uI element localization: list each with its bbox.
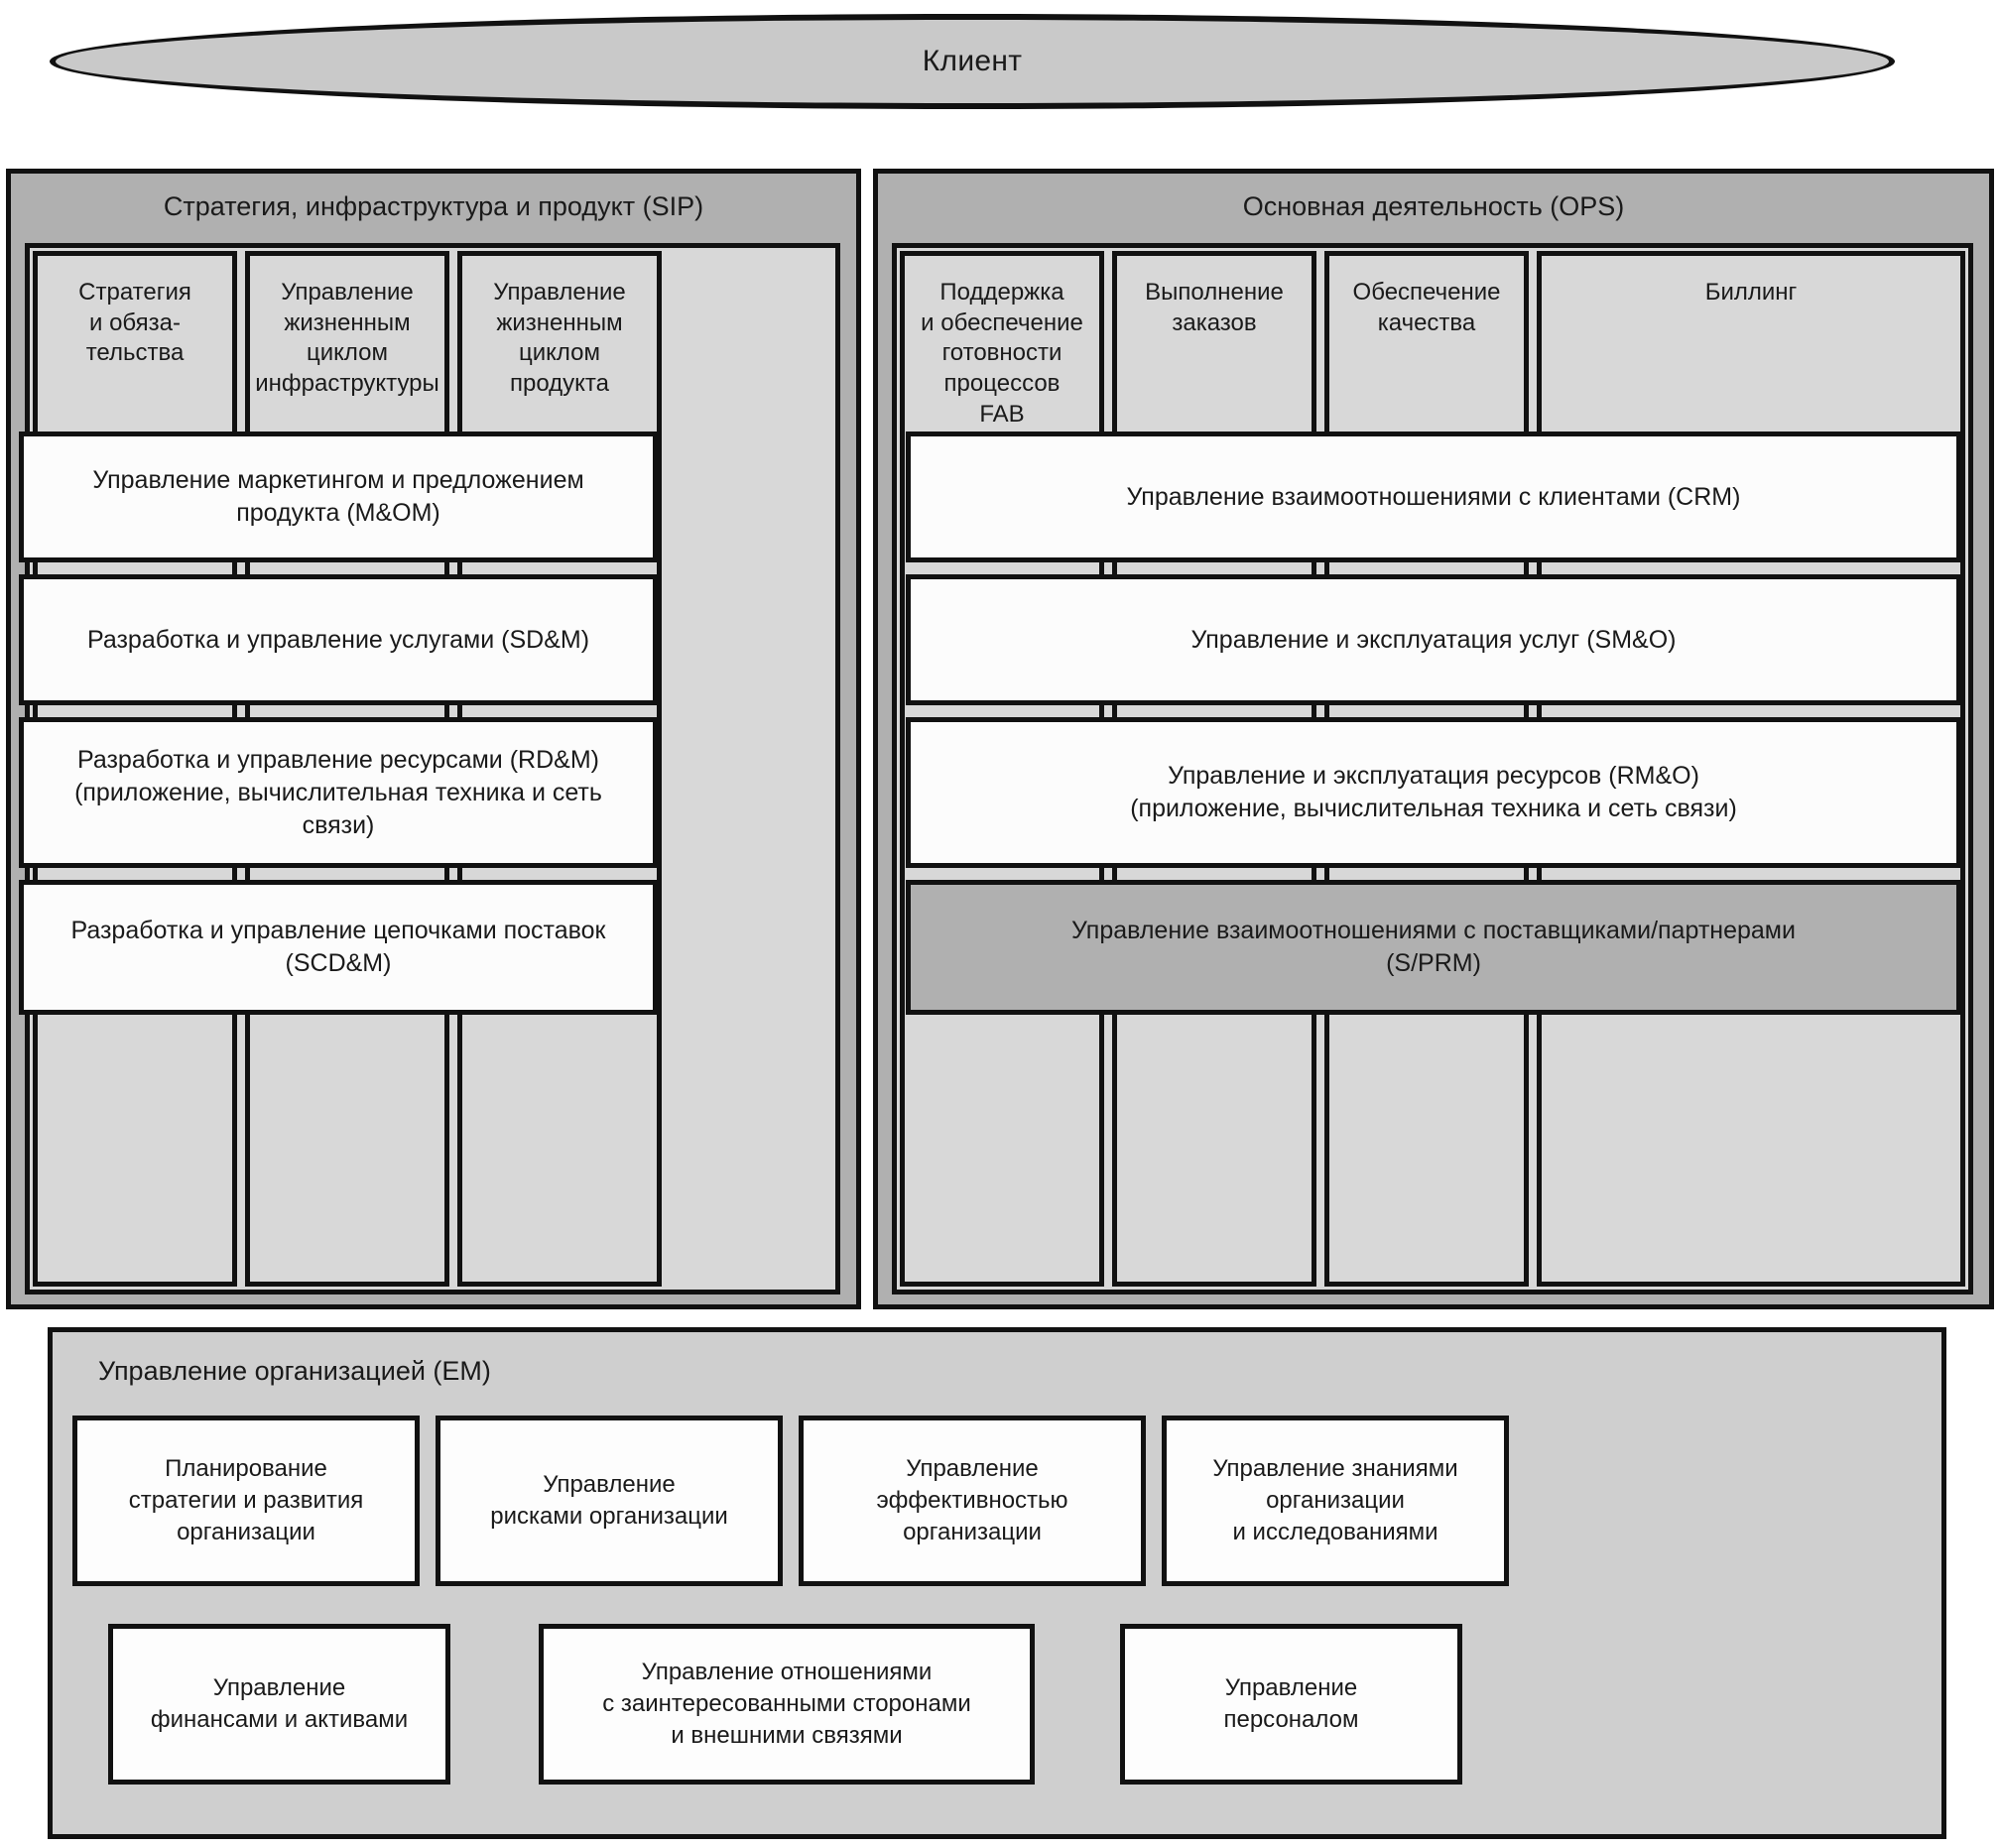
sip-row-sdm-label: Разработка и управление услугами (SD&M) [86, 625, 590, 654]
em-box-effectiveness-management[interactable]: Управление эффективностью организации [799, 1416, 1146, 1586]
em-panel-title: Управление организацией (EM) [98, 1356, 491, 1386]
em-box-hr-management-label: Управление персоналом [1223, 1674, 1359, 1733]
em-box-stakeholder-relations-label: Управление отношениями с заинтересованны… [602, 1659, 971, 1749]
sip-row-sdm[interactable]: Разработка и управление услугами (SD&M) [19, 574, 658, 705]
ops-column-billing-label: Биллинг [1704, 279, 1798, 306]
em-box-risk-management[interactable]: Управление рисками организации [436, 1416, 783, 1586]
sip-column-infrastructure-lifecycle-label: Управление жизненным циклом инфраструкту… [255, 279, 439, 398]
sip-column-product-lifecycle-label: Управление жизненным циклом продукта [493, 279, 626, 398]
sip-row-scdm-label: Разработка и управление цепочками постав… [70, 917, 606, 977]
ops-row-crm-label: Управление взаимоотношениями с клиентами… [1126, 482, 1741, 511]
sip-column-strategy-label: Стратегия и обяза- тельства [78, 279, 191, 367]
em-panel: Управление организацией (EM) Планировани… [48, 1327, 1946, 1839]
ops-column-fab-support-label: Поддержка и обеспечение готовности проце… [921, 279, 1083, 428]
em-box-stakeholder-relations[interactable]: Управление отношениями с заинтересованны… [539, 1624, 1035, 1785]
ops-row-smo-label: Управление и эксплуатация услуг (SM&O) [1190, 625, 1677, 654]
ops-row-rmo-label: Управление и эксплуатация ресурсов (RM&O… [1130, 762, 1737, 822]
sip-panel: Стратегия, инфраструктура и продукт (SIP… [6, 169, 861, 1309]
ops-panel-title: Основная деятельность (OPS) [1242, 191, 1625, 221]
em-box-risk-management-label: Управление рисками организации [490, 1471, 728, 1530]
em-box-strategy-planning[interactable]: Планирование стратегии и развития органи… [72, 1416, 420, 1586]
sip-row-rdm-label: Разработка и управление ресурсами (RD&M)… [74, 745, 602, 839]
em-box-knowledge-management-label: Управление знаниями организации и исслед… [1212, 1455, 1458, 1545]
em-box-effectiveness-management-label: Управление эффективностью организации [876, 1455, 1068, 1545]
sip-row-mom-label: Управление маркетингом и предложением пр… [92, 466, 584, 527]
ops-column-assurance-label: Обеспечение качества [1352, 279, 1501, 336]
ops-panel: Основная деятельность (OPS) Поддержка и … [873, 169, 1994, 1309]
customer-label: Клиент [922, 45, 1023, 77]
customer-ellipse: Клиент [50, 14, 1895, 109]
sip-row-rdm[interactable]: Разработка и управление ресурсами (RD&M)… [19, 717, 658, 868]
ops-row-crm[interactable]: Управление взаимоотношениями с клиентами… [906, 431, 1961, 562]
em-box-knowledge-management[interactable]: Управление знаниями организации и исслед… [1162, 1416, 1509, 1586]
ops-row-sprm-label: Управление взаимоотношениями с поставщик… [1071, 917, 1796, 977]
em-box-strategy-planning-label: Планирование стратегии и развития органи… [128, 1455, 364, 1545]
ops-row-rmo[interactable]: Управление и эксплуатация ресурсов (RM&O… [906, 717, 1961, 868]
ops-column-fulfillment-label: Выполнение заказов [1145, 279, 1284, 336]
ops-row-sprm[interactable]: Управление взаимоотношениями с поставщик… [906, 880, 1961, 1015]
sip-row-scdm[interactable]: Разработка и управление цепочками постав… [19, 880, 658, 1015]
em-box-finance-assets-label: Управление финансами и активами [150, 1674, 409, 1733]
em-box-finance-assets[interactable]: Управление финансами и активами [108, 1624, 450, 1785]
sip-panel-title: Стратегия, инфраструктура и продукт (SIP… [163, 191, 704, 221]
em-box-hr-management[interactable]: Управление персоналом [1120, 1624, 1462, 1785]
sip-row-mom[interactable]: Управление маркетингом и предложением пр… [19, 431, 658, 562]
ops-row-smo[interactable]: Управление и эксплуатация услуг (SM&O) [906, 574, 1961, 705]
